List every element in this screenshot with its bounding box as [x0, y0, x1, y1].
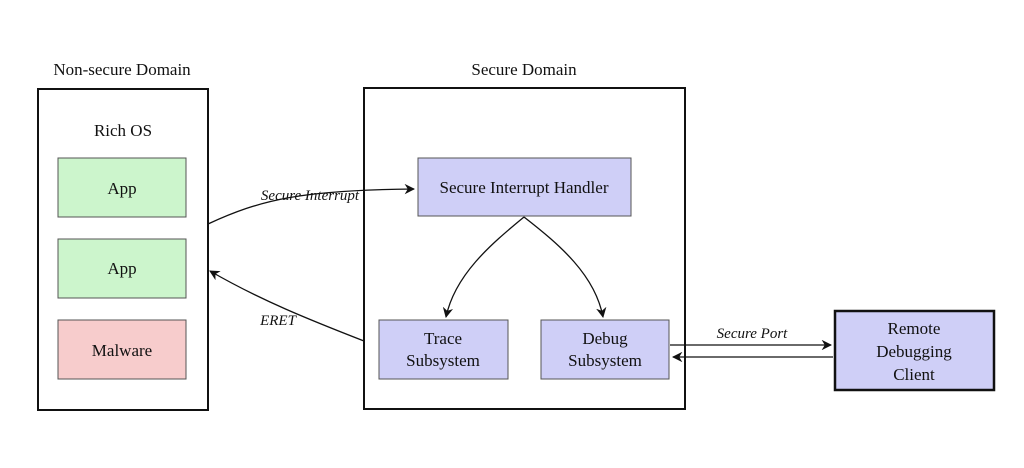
debug-subsystem-label-1: Debug	[582, 329, 628, 348]
malware-box	[57, 319, 187, 380]
trace-subsystem-box	[378, 319, 509, 380]
eret-label: ERET	[259, 313, 297, 329]
non-secure-domain-title: Non-secure Domain	[53, 60, 191, 79]
secure-interrupt-label: Secure Interrupt	[261, 188, 360, 204]
debug-subsystem-box	[540, 319, 670, 380]
app-box-2	[57, 238, 187, 299]
trace-subsystem-label-1: Trace	[424, 329, 462, 348]
debug-subsystem-label-2: Subsystem	[568, 351, 642, 370]
secure-domain-title: Secure Domain	[471, 60, 577, 79]
secure-domain-box	[363, 87, 686, 410]
secure-interrupt-arrow	[207, 183, 416, 225]
handler-to-debug-arrow	[523, 216, 607, 319]
trace-subsystem-label-2: Subsystem	[406, 351, 480, 370]
remote-label-1: Remote	[888, 319, 941, 338]
app-label-2: App	[107, 259, 136, 278]
rich-os-label: Rich OS	[94, 121, 152, 140]
remote-debugging-client-box	[833, 309, 996, 392]
secure-interrupt-handler-label: Secure Interrupt Handler	[440, 178, 609, 197]
non-secure-domain-box	[37, 88, 209, 411]
remote-label-3: Client	[893, 365, 935, 384]
app-label-1: App	[107, 179, 136, 198]
handler-to-trace-arrow	[442, 216, 525, 319]
app-box-1	[57, 157, 187, 218]
malware-label: Malware	[92, 341, 152, 360]
secure-port-label: Secure Port	[717, 326, 789, 342]
eret-arrow	[209, 270, 365, 342]
secure-interrupt-handler-box	[417, 157, 632, 217]
remote-label-2: Debugging	[876, 342, 952, 361]
